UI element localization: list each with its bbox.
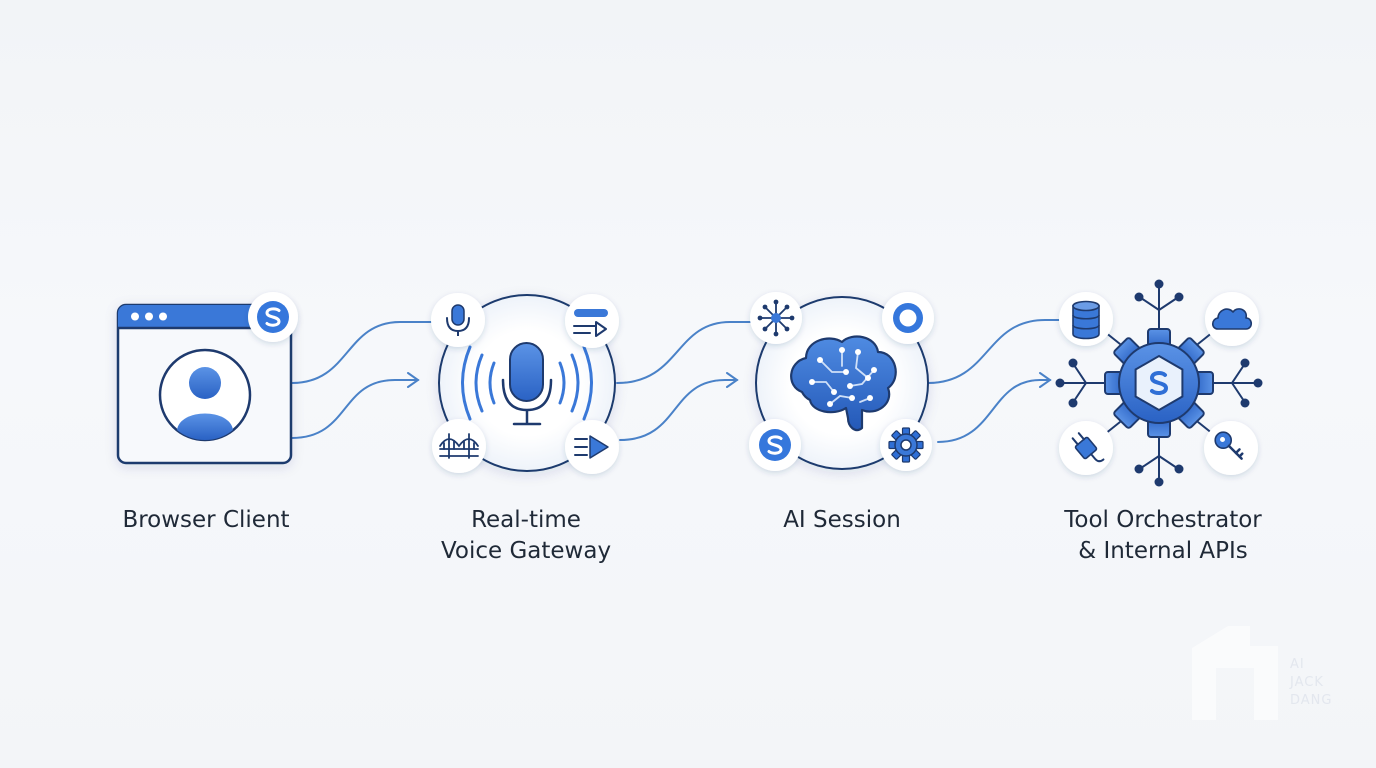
plugin-icon bbox=[1059, 421, 1113, 475]
bridge-icon bbox=[432, 419, 486, 473]
gear-hub-icon bbox=[1104, 328, 1214, 438]
brand-s-icon bbox=[749, 419, 801, 471]
node-tool-orchestrator bbox=[1055, 279, 1263, 487]
connector-browser-gateway-top bbox=[291, 321, 433, 384]
connector-session-tools-top bbox=[927, 319, 1063, 384]
watermark-line: DANG bbox=[1290, 693, 1333, 708]
connector-browser-gateway-bottom bbox=[291, 379, 419, 439]
watermark-logo bbox=[1192, 626, 1278, 720]
watermark-text: AI JACK DANG bbox=[1290, 656, 1350, 710]
voice-gateway-label: Real-time Voice Gateway bbox=[440, 507, 612, 564]
brain-circuit-icon bbox=[790, 335, 897, 432]
connectors bbox=[291, 319, 1063, 443]
gear-icon bbox=[880, 419, 932, 471]
branch-nodes bbox=[1055, 279, 1263, 487]
user-avatar-icon bbox=[158, 348, 252, 442]
network-node-icon bbox=[750, 292, 802, 344]
node-browser-client bbox=[116, 292, 298, 465]
arrowhead-gateway bbox=[407, 372, 420, 388]
stream-arrow-icon bbox=[565, 420, 619, 474]
node-voice-gateway bbox=[431, 293, 619, 474]
sound-waves-icon bbox=[461, 345, 593, 421]
text-to-speech-icon bbox=[565, 294, 619, 348]
connector-gateway-session-bottom bbox=[619, 379, 738, 441]
cloud-icon bbox=[1205, 292, 1259, 346]
browser-client-label: Browser Client bbox=[122, 507, 290, 533]
connector-session-tools-bottom bbox=[937, 379, 1051, 443]
connector-gateway-session-top bbox=[616, 321, 753, 384]
database-icon bbox=[1059, 292, 1113, 346]
arrowhead-session bbox=[726, 372, 739, 388]
tool-orchestrator-label: Tool Orchestrator & Internal APIs bbox=[1064, 507, 1262, 564]
microphone-small-icon bbox=[431, 293, 485, 347]
circle-status-icon bbox=[882, 292, 934, 344]
node-ai-session bbox=[749, 292, 934, 471]
arrowhead-tools bbox=[1039, 372, 1052, 388]
watermark-line: JACK bbox=[1290, 675, 1324, 690]
ai-session-label: AI Session bbox=[783, 507, 901, 533]
key-icon bbox=[1204, 421, 1258, 475]
microphone-icon bbox=[501, 342, 553, 426]
brand-s-icon bbox=[248, 292, 298, 342]
watermark-line: AI bbox=[1290, 657, 1305, 672]
